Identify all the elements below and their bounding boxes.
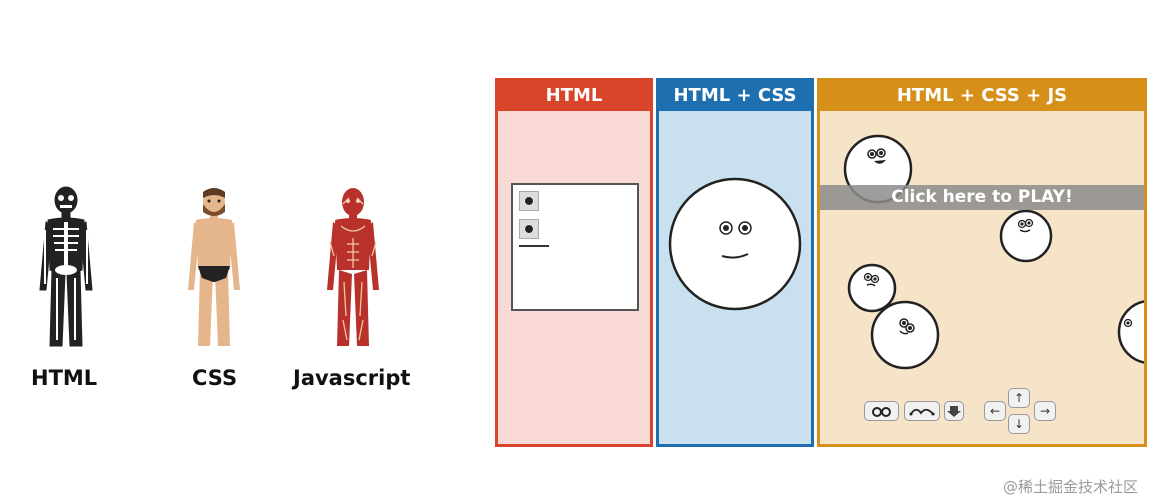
skeleton-figure	[38, 186, 94, 358]
watermark: @稀土掘金技术社区	[1003, 478, 1139, 496]
panel-css-body	[659, 111, 811, 444]
muscle-figure	[325, 186, 381, 358]
eyes-icon	[872, 407, 891, 417]
arrow-right-button[interactable]: →	[1034, 401, 1056, 421]
smile-button[interactable]	[904, 401, 940, 421]
unstyled-line	[519, 245, 549, 247]
arrow-down-button[interactable]: ↓	[1008, 414, 1030, 434]
panel-html: HTML	[495, 78, 653, 447]
figure-label-html: HTML	[31, 366, 98, 390]
game-area[interactable]: Click here to PLAY! ← ↑ → ↓	[820, 111, 1144, 444]
unstyled-page	[511, 183, 639, 311]
figure-label-javascript: Javascript	[293, 366, 411, 390]
panel-js-title: HTML + CSS + JS	[820, 81, 1144, 111]
play-button[interactable]: Click here to PLAY!	[820, 185, 1144, 210]
arrow-up-button[interactable]: ↑	[1008, 388, 1030, 408]
ball-face-icon[interactable]	[1117, 300, 1144, 364]
panel-js: HTML + CSS + JS	[817, 78, 1147, 447]
ball-layer	[843, 134, 1144, 370]
panel-css-title: HTML + CSS	[659, 81, 811, 111]
styled-face-icon	[668, 177, 802, 311]
human-figure	[186, 186, 242, 358]
ball-face-icon[interactable]	[999, 209, 1053, 263]
drop-button[interactable]	[944, 401, 964, 421]
panel-html-body	[498, 111, 650, 444]
curve-line-icon	[909, 408, 935, 416]
broken-image-icon	[519, 219, 539, 239]
arrow-left-button[interactable]: ←	[984, 401, 1006, 421]
ball-face-icon[interactable]	[847, 263, 897, 313]
ball-face-icon[interactable]	[870, 300, 940, 370]
broken-image-icon	[519, 191, 539, 211]
eyes-button[interactable]	[864, 401, 899, 421]
panel-html-title: HTML	[498, 81, 650, 111]
panel-css: HTML + CSS	[656, 78, 814, 447]
arrow-down-box-icon	[947, 406, 961, 417]
figure-label-css: CSS	[192, 366, 238, 390]
